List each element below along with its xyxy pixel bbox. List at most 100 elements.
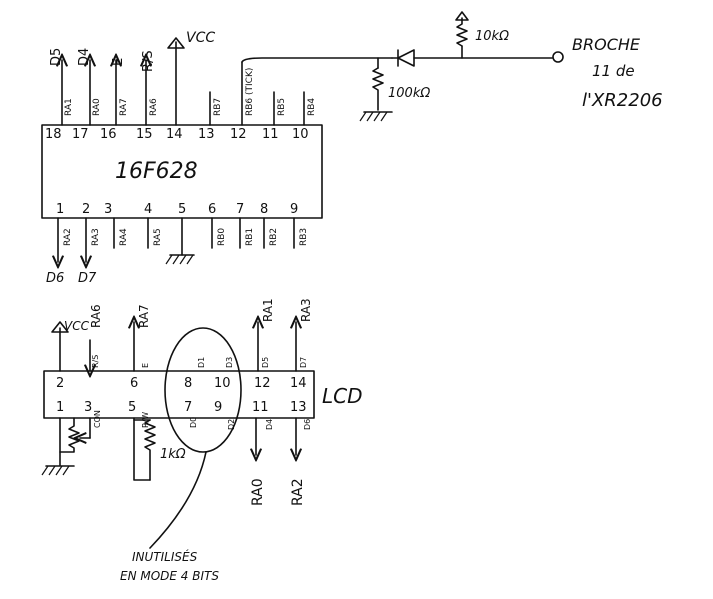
pulldown-resistor-label: 100kΩ <box>388 86 430 101</box>
pic-bottom-pin: 2 <box>82 202 90 217</box>
pic-output-label: D4 <box>77 48 92 66</box>
lcd-pin-wire <box>133 417 151 481</box>
pic-output-label: D5 <box>49 48 64 66</box>
lcd-top-pin: 8 <box>184 376 192 391</box>
lcd-connection-label: RA1 <box>261 298 275 322</box>
pic-port-label: RA5 <box>153 228 163 246</box>
pic-output-label: R/S <box>141 50 156 72</box>
lcd-signal-label: R/S <box>91 355 100 368</box>
pic-bottom-pin: 7 <box>236 202 244 217</box>
potentiometer-icon <box>59 417 80 453</box>
vcc-arrow-icon <box>167 37 185 49</box>
pic-port-label: RA0 <box>92 98 102 116</box>
pic-port-label: RA7 <box>119 98 129 116</box>
pic-top-pin: 11 <box>262 127 279 142</box>
pic-port-label: RB0 <box>217 228 227 246</box>
lcd-signal-label: D4 <box>265 419 274 430</box>
diode-icon <box>391 49 553 67</box>
pic-bottom-pin: 8 <box>260 202 268 217</box>
pic-bottom-pin: 4 <box>144 202 152 217</box>
lcd-bottom-pin: 3 <box>84 400 92 415</box>
lcd-signal-label: D3 <box>225 357 234 368</box>
lcd-bottom-pin: 13 <box>290 400 307 415</box>
pic-top-pin: 16 <box>100 127 117 142</box>
pic-top-pin: 18 <box>45 127 62 142</box>
lcd-connection-label: VCC <box>64 319 90 333</box>
pic-port-label: RB2 <box>269 228 279 246</box>
ground-icon <box>359 111 393 122</box>
vcc-arrow-icon <box>51 321 69 333</box>
annotation-line2: EN MODE 4 BITS <box>120 569 219 583</box>
pic-bottom-pin: 5 <box>178 202 186 217</box>
lcd-signal-label: E <box>141 363 150 368</box>
pic-output-label: D6 <box>46 271 64 286</box>
lcd-signal-label: D5 <box>261 357 270 368</box>
lcd-bottom-pin: 11 <box>252 400 269 415</box>
pic-top-pin: 15 <box>136 127 153 142</box>
lcd-signal-label: D0 <box>189 417 198 428</box>
pic-bottom-pin: 9 <box>290 202 298 217</box>
pic-bottom-pin: 3 <box>104 202 112 217</box>
pic-bottom-pin: 1 <box>56 202 64 217</box>
pic-top-pin: 12 <box>230 127 247 142</box>
destination-line3: l'XR2206 <box>582 90 663 111</box>
lcd-connection-label: RA3 <box>299 298 313 322</box>
unused-pins-outline <box>164 327 242 453</box>
lcd-bottom-pin: 7 <box>184 400 192 415</box>
pic-port-label: RB1 <box>245 228 255 246</box>
destination-line1: BROCHE <box>572 35 641 54</box>
pic-top-pin: 17 <box>72 127 89 142</box>
pic-output-label: E <box>111 58 126 66</box>
lcd-signal-label: D6 <box>303 419 312 430</box>
lcd-bottom-pin: 9 <box>214 400 222 415</box>
lcd-connection-label: RA0 <box>250 478 266 506</box>
pic-port-label: RA3 <box>91 228 101 246</box>
lcd-top-pin: 10 <box>214 376 231 391</box>
lcd-top-pin: 14 <box>290 376 307 391</box>
lcd-signal-label: CON <box>93 410 102 428</box>
annotation-line1: INUTILISÉS <box>132 549 198 564</box>
rb6-wire <box>241 57 393 63</box>
pic-part-label: 16F628 <box>115 159 198 184</box>
lcd-top-pin: 2 <box>56 376 64 391</box>
lcd-connection-label: RA2 <box>290 478 306 506</box>
lcd-connection-label: RA6 <box>89 304 103 328</box>
lcd-label: LCD <box>322 384 363 408</box>
ground-icon <box>41 465 75 476</box>
pic-output-label: D7 <box>78 271 97 286</box>
pic-chip: 16F628 18 17 16 15 14 13 12 11 10 RA1 RA… <box>41 30 323 286</box>
lcd-signal-label: D1 <box>197 357 206 368</box>
pic-top-pin: 10 <box>292 127 309 142</box>
pic-port-label: RB5 <box>277 98 287 116</box>
pic-port-label: RA6 <box>149 98 159 116</box>
lcd-bottom-pin: 5 <box>128 400 136 415</box>
destination-line2: 11 de <box>592 62 635 80</box>
pic-port-label: RA4 <box>119 228 129 246</box>
connector-icon <box>552 51 564 63</box>
pic-bottom-pin: 6 <box>208 202 216 217</box>
annotation-pointer <box>149 451 207 549</box>
vcc-arrow-icon <box>455 11 469 21</box>
pulldown-resistor-icon <box>372 67 384 111</box>
lcd-module: LCD 2 6 8 10 12 14 1 3 5 7 9 11 13 R/S E… <box>41 298 363 549</box>
pic-port-label: RA1 <box>64 98 74 116</box>
pullup-resistor-icon <box>456 17 468 47</box>
rw-resistor-label: 1kΩ <box>160 447 186 462</box>
lcd-top-pin: 6 <box>130 376 138 391</box>
lcd-body <box>43 370 315 419</box>
input-circuit: 10kΩ 100kΩ BROCHE 11 de l'XR2206 <box>241 11 663 122</box>
pic-port-label: RB7 <box>213 98 223 116</box>
lcd-bottom-pin: 1 <box>56 400 64 415</box>
pic-port-label: RB3 <box>299 228 309 246</box>
pic-top-pin: 13 <box>198 127 215 142</box>
ground-icon <box>165 254 195 265</box>
pic-port-label: RA2 <box>63 228 73 246</box>
rw-resistor-icon <box>144 419 156 481</box>
lcd-connection-label: RA7 <box>137 304 151 328</box>
lcd-signal-label: D7 <box>299 357 308 368</box>
pullup-resistor-label: 10kΩ <box>475 29 509 44</box>
pic-vcc-label: VCC <box>186 30 215 46</box>
lcd-signal-label: D2 <box>227 419 236 430</box>
pic-port-label: RB6 (TICK) <box>245 68 255 116</box>
